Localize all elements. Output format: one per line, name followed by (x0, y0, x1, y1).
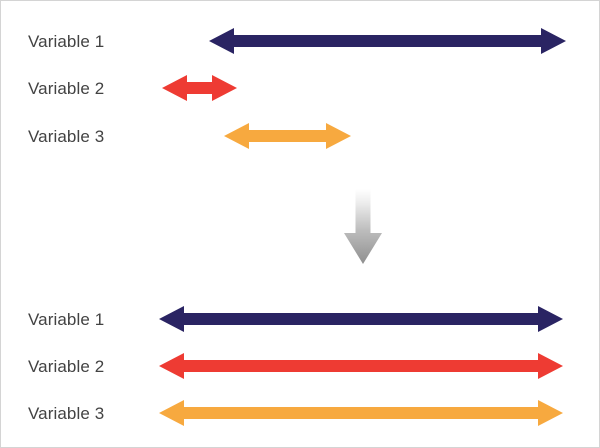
bottom-row-3-label: Variable 3 (28, 404, 104, 423)
top-row-variable-3: Variable 3 (28, 123, 351, 149)
double-arrow-icon (159, 353, 563, 379)
bottom-panel: Variable 1 Variable 2 Variable 3 (28, 306, 563, 426)
bottom-row-variable-1: Variable 1 (28, 306, 563, 332)
top-row-variable-1: Variable 1 (28, 28, 566, 54)
double-arrow-icon (224, 123, 351, 149)
bottom-row-variable-3: Variable 3 (28, 400, 563, 426)
top-row-1-label: Variable 1 (28, 32, 104, 51)
top-row-variable-2: Variable 2 (28, 75, 237, 101)
top-panel: Variable 1 Variable 2 Variable 3 (28, 28, 566, 149)
double-arrow-icon (162, 75, 237, 101)
bottom-row-variable-2: Variable 2 (28, 353, 563, 379)
double-arrow-icon (159, 306, 563, 332)
bottom-row-1-label: Variable 1 (28, 310, 104, 329)
top-row-2-label: Variable 2 (28, 79, 104, 98)
transform-arrow-group (344, 189, 382, 264)
double-arrow-icon (209, 28, 566, 54)
arrow-down-icon (344, 189, 382, 264)
double-arrow-icon (159, 400, 563, 426)
top-row-3-label: Variable 3 (28, 127, 104, 146)
bottom-row-2-label: Variable 2 (28, 357, 104, 376)
